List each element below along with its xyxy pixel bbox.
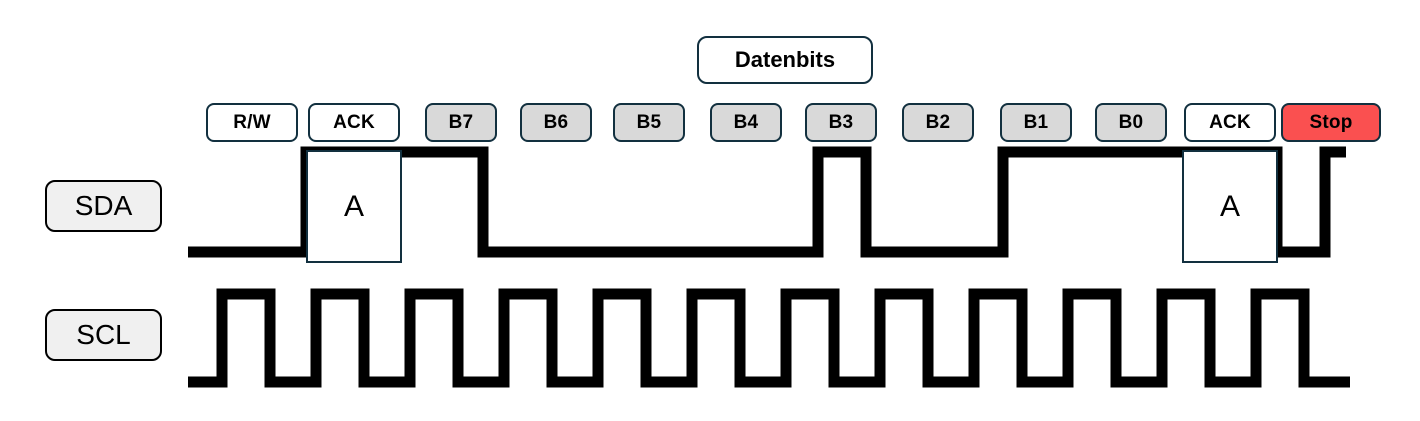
ack-overlay-box-2: A [1182, 150, 1278, 263]
bit-badge-stop[interactable]: Stop [1281, 103, 1381, 142]
bit-badge-b0[interactable]: B0 [1095, 103, 1167, 142]
ack-overlay-box-1: A [306, 150, 402, 263]
bit-badge-b2[interactable]: B2 [902, 103, 974, 142]
bit-badge-b5[interactable]: B5 [613, 103, 685, 142]
bit-badge-b4[interactable]: B4 [710, 103, 782, 142]
bit-badge-b6[interactable]: B6 [520, 103, 592, 142]
bit-badge-r-w[interactable]: R/W [206, 103, 298, 142]
bit-badge-b7[interactable]: B7 [425, 103, 497, 142]
scl-waveform [188, 288, 1350, 388]
datenbits-title-badge: Datenbits [697, 36, 873, 84]
signal-label-scl: SCL [45, 309, 162, 361]
bit-badge-ack[interactable]: ACK [308, 103, 400, 142]
signal-label-sda: SDA [45, 180, 162, 232]
bit-badge-b3[interactable]: B3 [805, 103, 877, 142]
bit-badge-b1[interactable]: B1 [1000, 103, 1072, 142]
bit-badge-ack[interactable]: ACK [1184, 103, 1276, 142]
